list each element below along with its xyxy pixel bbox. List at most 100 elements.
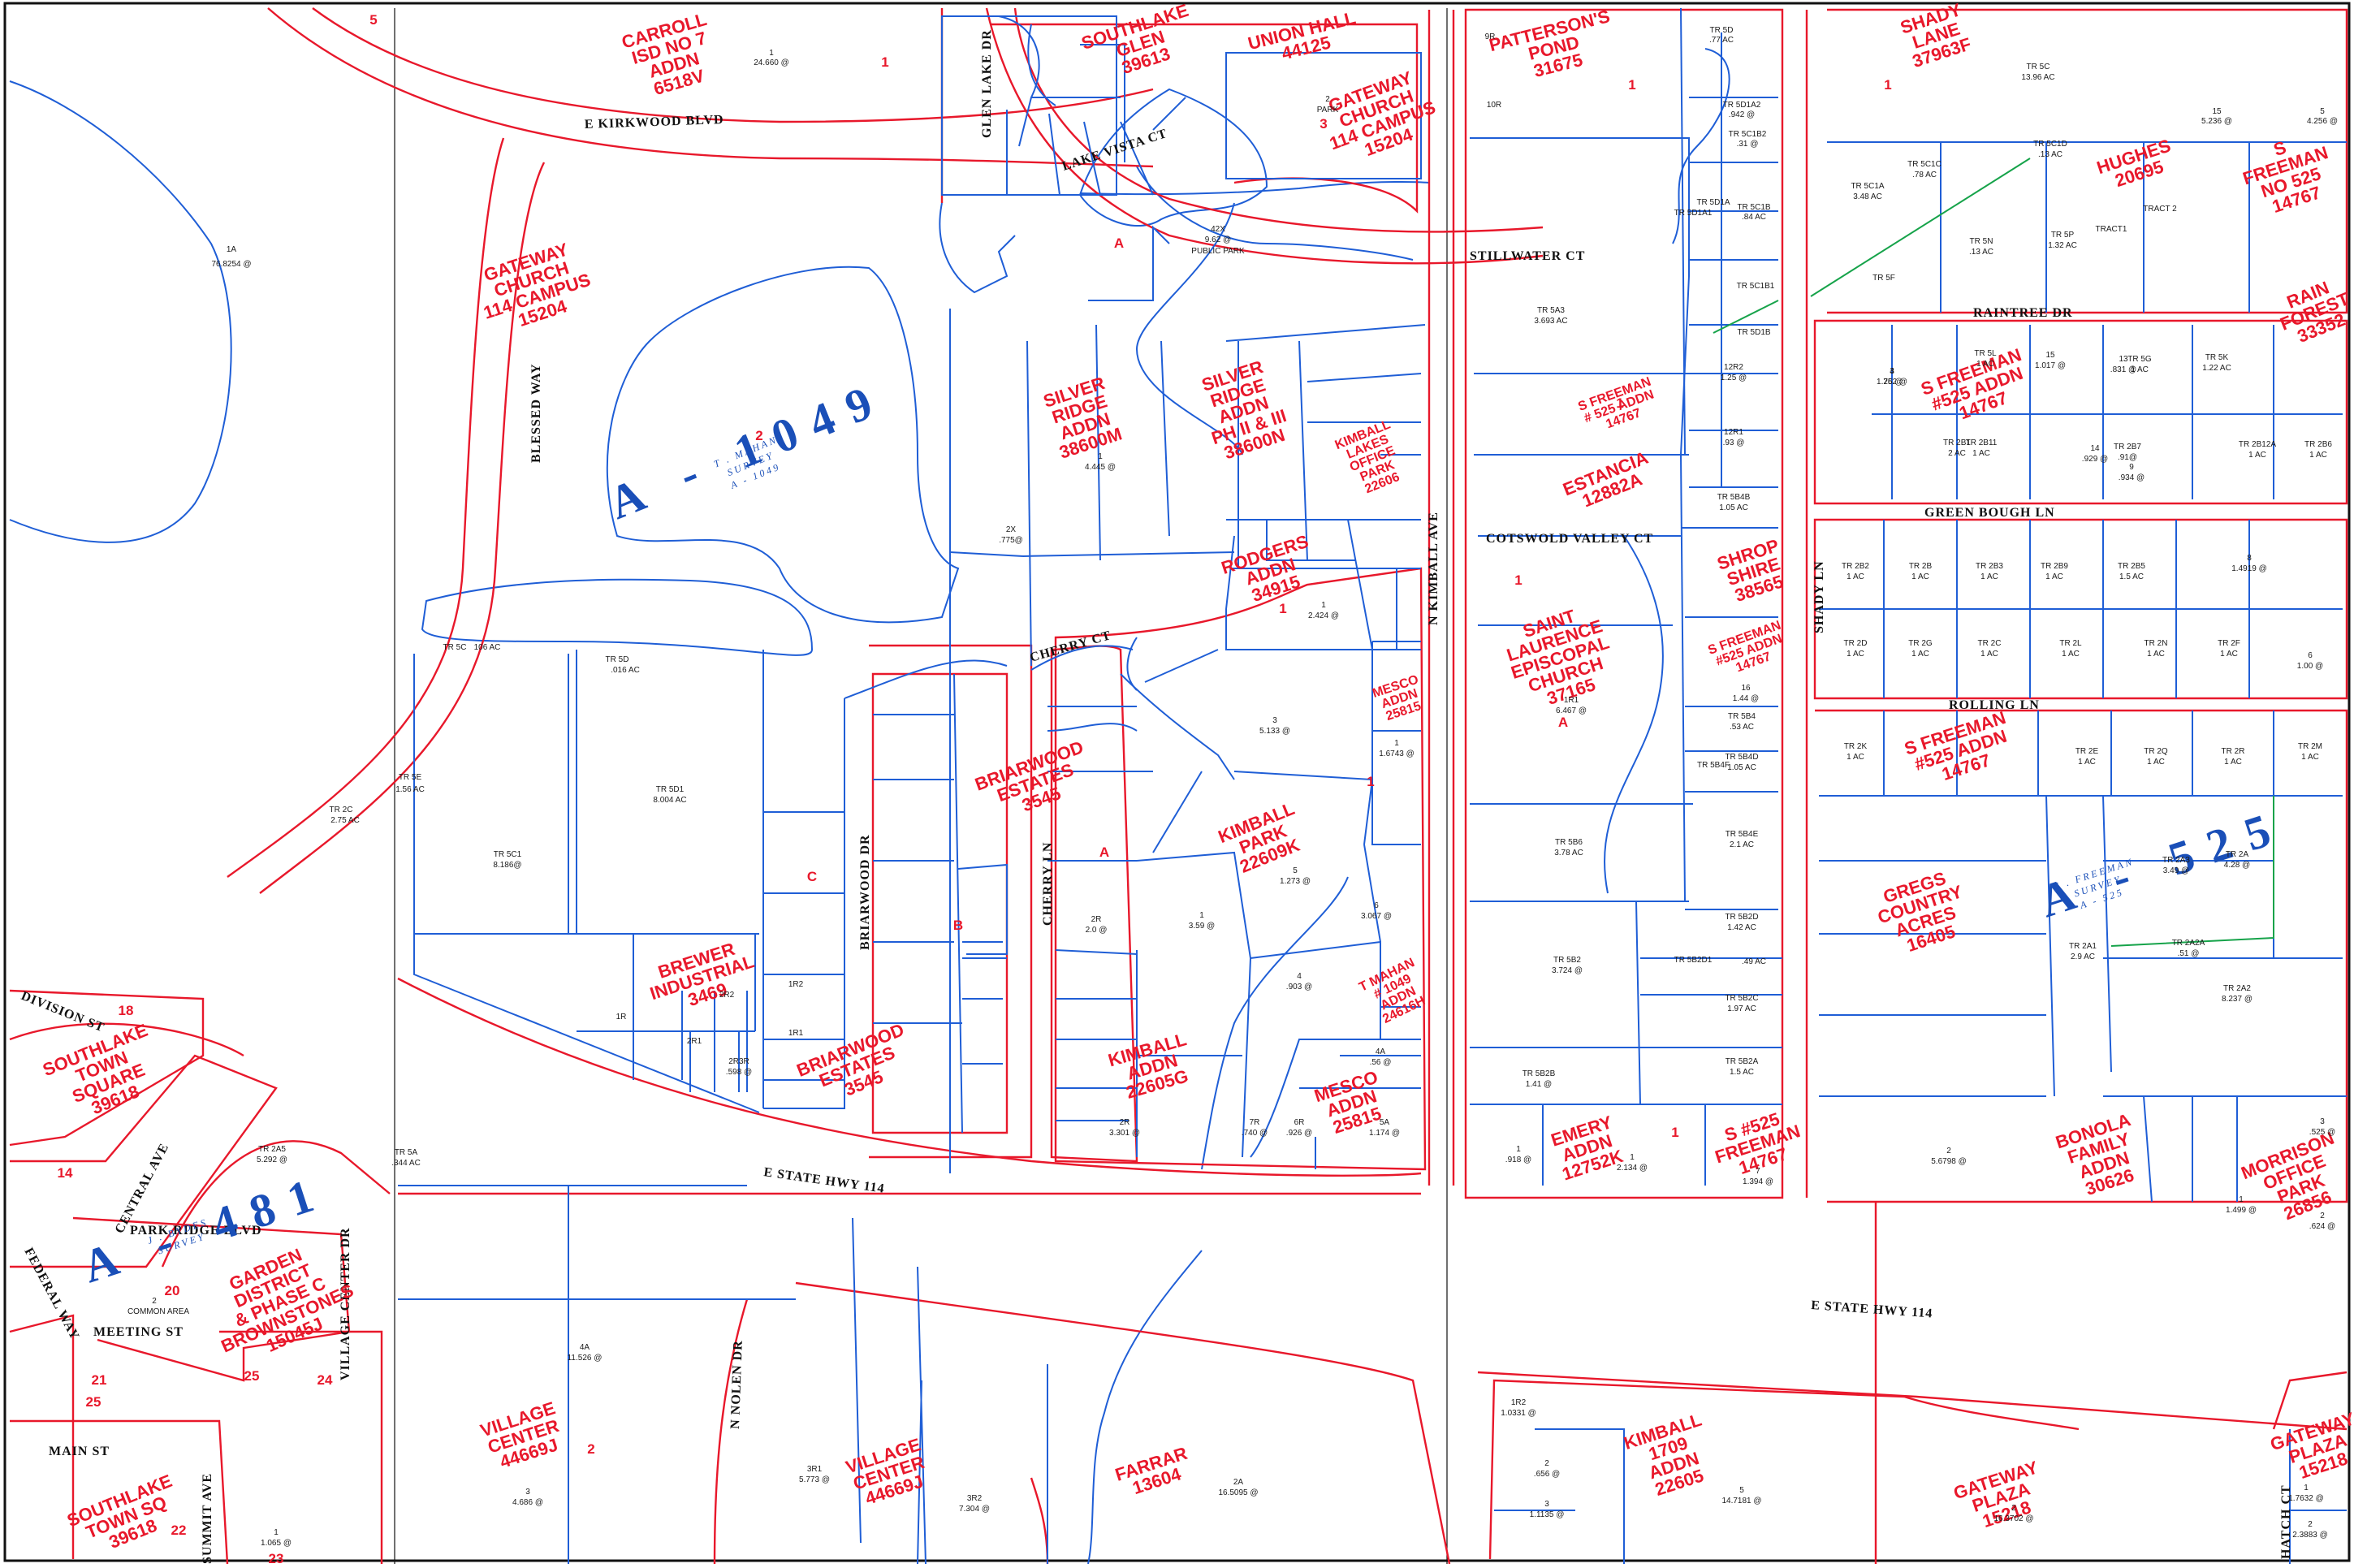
road-name-label: E STATE HWY 114 xyxy=(1811,1298,1933,1320)
addition-label: KIMBALL1709ADDN22605 xyxy=(1622,1410,1721,1505)
addition-label: KIMBALLADDN22605G xyxy=(1106,1029,1199,1105)
tract-label: TRACT1 xyxy=(2096,225,2127,234)
tract-label: TR 2B2 xyxy=(1842,562,1869,571)
tract-label: 1.5 AC xyxy=(1730,1068,1754,1077)
tract-label: TR 2G xyxy=(1908,639,1933,648)
tract-label: 1.262 @ xyxy=(1877,378,1907,387)
tract-label: TR 2B11 xyxy=(1966,438,1998,447)
addition-label: S FREEMAN#525 ADDN14767 xyxy=(1902,707,2019,793)
tract-label: 1.41 @ xyxy=(1526,1080,1552,1089)
tract-label: 1 xyxy=(2304,1484,2309,1492)
tract-label: 1.7632 @ xyxy=(2288,1494,2324,1503)
tract-label: 1 AC xyxy=(1976,360,1994,369)
tract-label: 1.25 @ xyxy=(1721,374,1747,382)
tract-label: .75 @ xyxy=(1881,378,1903,387)
tract-label: TR 5B4B xyxy=(1717,493,1751,502)
road-name-label: MEETING ST xyxy=(93,1325,184,1339)
tract-label: 3.693 AC xyxy=(1534,317,1567,326)
tract-label: 3 xyxy=(525,1488,530,1497)
tract-label: PUBLIC PARK xyxy=(1191,247,1245,256)
tract-label: 3.49 @ xyxy=(2163,866,2189,875)
lot-lines xyxy=(398,7,2347,1565)
tract-label: 1 AC xyxy=(2248,451,2266,460)
tract-label: 1.5 AC xyxy=(2119,572,2144,581)
tract-label: 2 xyxy=(152,1297,157,1306)
tract-label: TR 2B7 xyxy=(2114,443,2141,451)
tract-label: .598 @ xyxy=(726,1068,752,1077)
tract-label: 16.3702 @ xyxy=(1993,1514,2033,1523)
tract-label: 1 AC xyxy=(1980,572,1998,581)
tract-label: TR 5D1A1 xyxy=(1674,209,1713,218)
tract-label: TR 5B2D xyxy=(1725,913,1758,922)
tract-label: TR 5K xyxy=(2205,353,2229,362)
tract-label: 3 xyxy=(1544,1500,1549,1509)
tract-label: 1 AC xyxy=(1846,572,1864,581)
tract-label: TR 5D xyxy=(606,655,629,664)
tract-label: 1 AC xyxy=(2131,365,2149,374)
tract-label: 1.6743 @ xyxy=(1379,749,1415,758)
tract-label: TR 2A3 xyxy=(2162,856,2190,865)
tract-label: 1.394 @ xyxy=(1743,1177,1773,1186)
addition-label: RAINFOREST33352 xyxy=(2270,272,2354,352)
addition-label: SAINTLAURENCEEPISCOPALCHURCH37165 xyxy=(1497,598,1622,717)
tract-label: 1 AC xyxy=(2224,758,2242,767)
tract-label: 1A xyxy=(227,245,237,254)
road-name-label: RAINTREE DR xyxy=(1973,306,2073,320)
tract-label: 11.526 @ xyxy=(568,1354,603,1363)
tract-label: 1.273 @ xyxy=(1280,877,1311,886)
road-name-label: SHADY LN xyxy=(1812,560,1826,633)
tract-label: .926 @ xyxy=(1286,1129,1312,1138)
tract-label: TR 2B3 xyxy=(1976,562,2003,571)
road-name-label: N KIMBALL AVE xyxy=(1427,512,1440,625)
tract-label: 2 xyxy=(1544,1459,1549,1468)
road-name-label: COTSWOLD VALLEY CT xyxy=(1486,532,1653,546)
tract-label: TR 5B4 xyxy=(1728,712,1756,721)
tract-label: 1 xyxy=(1199,911,1204,920)
tract-label: 2.0 @ xyxy=(1086,926,1108,935)
tract-label: TR 2B6 xyxy=(2304,440,2332,449)
road-name-label: E STATE HWY 114 xyxy=(762,1165,885,1196)
addition-label: BREWERINDUSTRIAL3469 xyxy=(641,934,762,1021)
tract-label: TR 2N xyxy=(2145,639,2168,648)
tract-label: 1 AC xyxy=(2045,572,2063,581)
tract-label: 4.28 @ xyxy=(2224,861,2250,870)
block-label: 23 xyxy=(269,1551,284,1564)
addition-label: RODGERSADDN34915 xyxy=(1219,531,1322,612)
road-name-label: CHERRY LN xyxy=(1041,842,1055,926)
tract-label: 2X xyxy=(1006,525,1017,534)
tract-label: 9 xyxy=(2129,463,2134,472)
tract-label: 1.97 AC xyxy=(1727,1004,1756,1013)
tract-label: TR 2A5 xyxy=(258,1145,286,1154)
tract-label: 2 xyxy=(2308,1520,2313,1529)
tract-label: 2 AC xyxy=(1948,449,1966,458)
tract-label: 1.0331 @ xyxy=(1501,1409,1536,1418)
tract-label: TR 2R xyxy=(2222,747,2245,756)
tract-label: 5.133 @ xyxy=(1259,727,1290,736)
addition-label: UNION HALL44125 xyxy=(1246,7,1362,71)
tract-label: .53 AC xyxy=(1730,723,1754,732)
tract-label: 2 xyxy=(1946,1147,1951,1155)
tract-label: .929 @ xyxy=(2082,455,2108,464)
block-label: 1 xyxy=(1616,395,1623,411)
tract-label: 4.445 @ xyxy=(1085,463,1116,472)
tract-label: TR 2L xyxy=(2059,639,2082,648)
tract-label: 12R1 xyxy=(1724,428,1743,437)
tract-label: .13 AC xyxy=(1969,248,1993,257)
tract-label: 1.56 AC xyxy=(395,785,425,794)
tract-label: .77 AC xyxy=(1709,36,1734,45)
tract-label: 5.773 @ xyxy=(799,1475,830,1484)
tract-label: 1 xyxy=(2239,1195,2244,1204)
tract-label: TR 5B6 xyxy=(1555,838,1583,847)
tract-label: TR 2K xyxy=(1844,742,1868,751)
addition-label: VILLAGECENTER44669J xyxy=(477,1397,568,1475)
tract-label: .775@ xyxy=(999,536,1023,545)
tract-label: 2A xyxy=(1233,1478,1244,1487)
tract-label: 1R xyxy=(616,1013,627,1022)
tract-label: .525 @ xyxy=(2309,1128,2335,1137)
addition-label: BONOLAFAMILYADDN30626 xyxy=(2053,1109,2149,1203)
addition-label: BRIARWOODESTATES3545 xyxy=(794,1019,921,1113)
addition-label: PATTERSON'SPOND31675 xyxy=(1487,6,1620,90)
block-label: 18 xyxy=(119,1003,134,1018)
tract-label: TR 5B4D xyxy=(1725,753,1758,762)
